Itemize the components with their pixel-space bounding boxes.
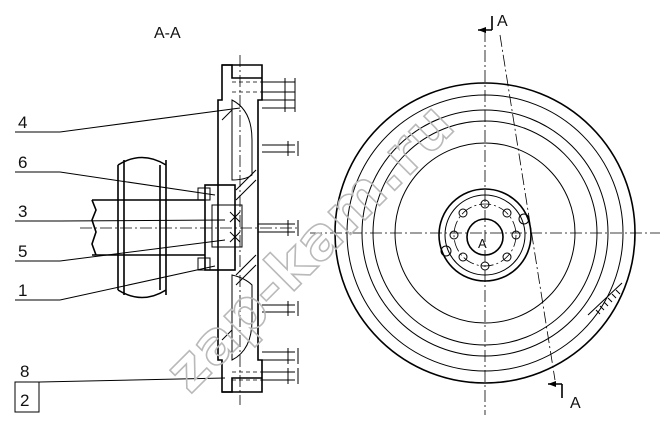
part-label-8: 8 [20,362,29,381]
section-title: A-A [154,25,181,42]
hub-bolt-bottom [197,257,211,271]
part-label-1: 1 [18,281,27,300]
stud-hidden-lines [232,81,262,381]
part-label-5: 5 [18,242,27,261]
cut-label-bottom: A [570,395,581,412]
cut-marker-bottom [548,381,563,398]
cut-marker-top [478,16,493,33]
rim-scale-marks [587,282,623,316]
axle-shaft [91,199,205,256]
cut-label-top: A [497,13,508,30]
cavity-top [231,99,253,181]
bearing-cross [229,211,241,243]
wheel-front-view [310,30,660,415]
part-label-2: 2 [20,391,29,410]
section-cut-line [499,34,556,381]
part-label-4: 4 [18,113,27,132]
watermark-text: zap-kam.ru [152,89,468,405]
rim-bottom [222,377,262,393]
center-mark-label: A [478,236,487,251]
hub-block [204,184,236,271]
rim-top [222,64,262,79]
part-leaders [14,107,241,413]
wheel-section-view [80,55,300,405]
bearing-seat [211,204,243,248]
part-label-6: 6 [18,153,27,172]
section-hatching [221,109,257,341]
part-label-3: 3 [18,202,27,221]
studs-right [258,78,299,384]
drum-left [117,156,167,299]
label-box-8 [14,381,40,413]
